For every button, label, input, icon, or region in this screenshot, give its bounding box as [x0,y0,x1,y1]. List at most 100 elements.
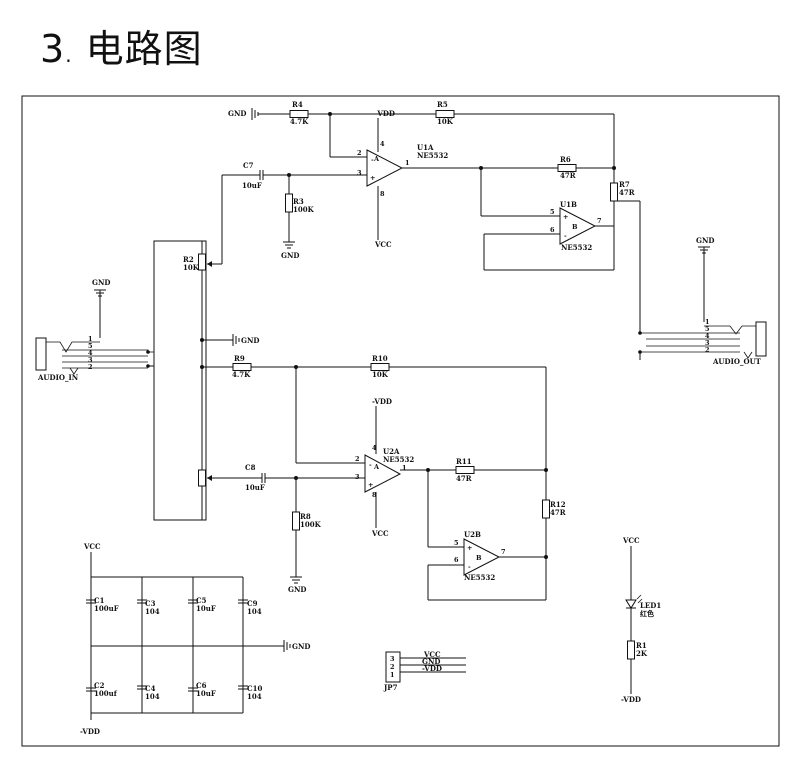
vdd-label-u1a: -VDD [375,109,395,118]
u1a-pin-4: 4 [380,140,385,148]
audio-out-label: AUDIO_OUT [712,357,762,366]
r6-value: 47R [560,171,576,180]
resistor-r2-lower [198,469,206,487]
c6-ref: C6 [196,681,207,690]
gnd-symbol-audio-out [698,246,710,254]
r4-ref: R4 [292,100,303,109]
c4-value: 104 [145,692,160,701]
r11-value: 47R [456,474,472,483]
r8-ref: R8 [300,512,311,521]
c1-ref: C1 [94,596,105,605]
audio-in-jack [35,337,47,371]
c1-value: 100uF [94,604,119,613]
u2a-pin-8: 8 [372,491,377,499]
resistor-r1 [627,640,635,660]
gnd-label-audio-in: GND [92,278,110,287]
u1a-plus-sign: + [370,174,375,182]
led1-color: 红色 [640,609,654,618]
resistor-r2-upper [198,253,206,271]
audio-out-pin-1: 1 [705,318,710,326]
u1a-ref: U1A [417,143,434,152]
u2a-minus-sign: - [369,461,372,469]
u1b-part: NE5532 [561,243,592,252]
u1a-pin-3: 3 [357,169,362,177]
u1b-minus-sign: - [564,232,567,240]
c5-ref: C5 [196,596,207,605]
r3-value: 100K [293,205,315,214]
resistor-r12 [542,499,550,519]
r4-value: 4.7K [290,117,309,126]
u1b-pin-7: 7 [597,217,602,225]
r12-value: 47R [550,508,566,517]
jp7-pin-2: 2 [390,663,395,671]
schematic-frame [21,95,780,747]
resistor-r3 [285,193,293,213]
heading-separator: . [65,43,73,67]
r2-ref: R2 [183,255,194,264]
c4-ref: C4 [145,684,156,693]
audio-out-pin-5: 5 [705,325,710,333]
u1a-minus-sign: - [371,156,374,164]
dual-pot-body [153,240,207,521]
gnd-label-top: GND [228,109,246,118]
c8-ref: C8 [245,463,256,472]
audio-out-pin-4: 4 [705,332,710,340]
r10-value: 10K [372,370,389,379]
r8-value: 100K [300,520,322,529]
audio-out-pin-2: 2 [705,346,710,354]
u2a-pin-3: 3 [355,473,360,481]
audio-in-pin-1: 1 [88,335,93,343]
gnd-label-r8: GND [288,585,306,594]
jp7-gnd: GND [422,657,440,666]
opamp-u1a [366,149,404,187]
r11-ref: R11 [456,457,472,466]
audio-out-pin-3: 3 [705,339,710,347]
u2a-unit: A [373,463,380,471]
u2b-pin-5: 5 [454,539,459,547]
u1b-pin-5: 5 [550,208,555,216]
u2a-part: NE5532 [383,455,414,464]
gnd-symbol-audio-in [94,289,106,297]
c10-value: 104 [247,692,262,701]
c9-ref: C9 [247,599,258,608]
r5-value: 10K [437,117,454,126]
u2a-plus-sign: + [368,481,373,489]
u2b-minus-sign: - [468,563,471,571]
c7-ref: C7 [243,161,254,170]
gnd-symbol-top [251,108,259,120]
audio-out-jack [755,321,767,357]
resistor-r11 [455,466,475,474]
heading-title: 电路图 [85,27,203,71]
u2b-ref: U2B [464,530,481,539]
audio-in-pin-2: 2 [88,363,93,371]
u1a-pin-1: 1 [405,159,410,167]
u1a-pin-2: 2 [357,149,362,157]
r7-value: 47R [619,188,635,197]
jp7-pin-1: 1 [390,671,395,679]
page-heading: 3. 电路图 [40,18,203,71]
u1b-plus-sign: + [563,213,568,221]
jp7-vcc: VCC [423,650,441,659]
r1-ref: R1 [636,641,647,650]
c2-value: 100uf [94,689,118,698]
vcc-label-u2a: VCC [371,529,389,538]
c6-value: 10uF [196,689,216,698]
r9-value: 4.7K [232,370,251,379]
c3-ref: C3 [145,599,156,608]
c9-value: 104 [247,607,262,616]
vcc-label-caps: VCC [83,542,101,551]
audio-in-label: AUDIO_IN [37,373,79,382]
gnd-symbol-r3 [283,241,295,249]
gnd-symbol-mid [232,334,240,346]
r2-value: 10K [183,263,200,272]
led1 [625,599,637,609]
gnd-label-caps: GND [292,642,310,651]
u2b-pin-7: 7 [501,548,506,556]
u1b-unit: B [572,223,578,231]
heading-number: 3 [40,27,66,71]
r3-ref: R3 [293,197,304,206]
opamp-u2b [463,538,501,576]
c3-value: 104 [145,607,160,616]
vcc-label-u1a: VCC [374,240,392,249]
r12-ref: R12 [550,500,566,509]
